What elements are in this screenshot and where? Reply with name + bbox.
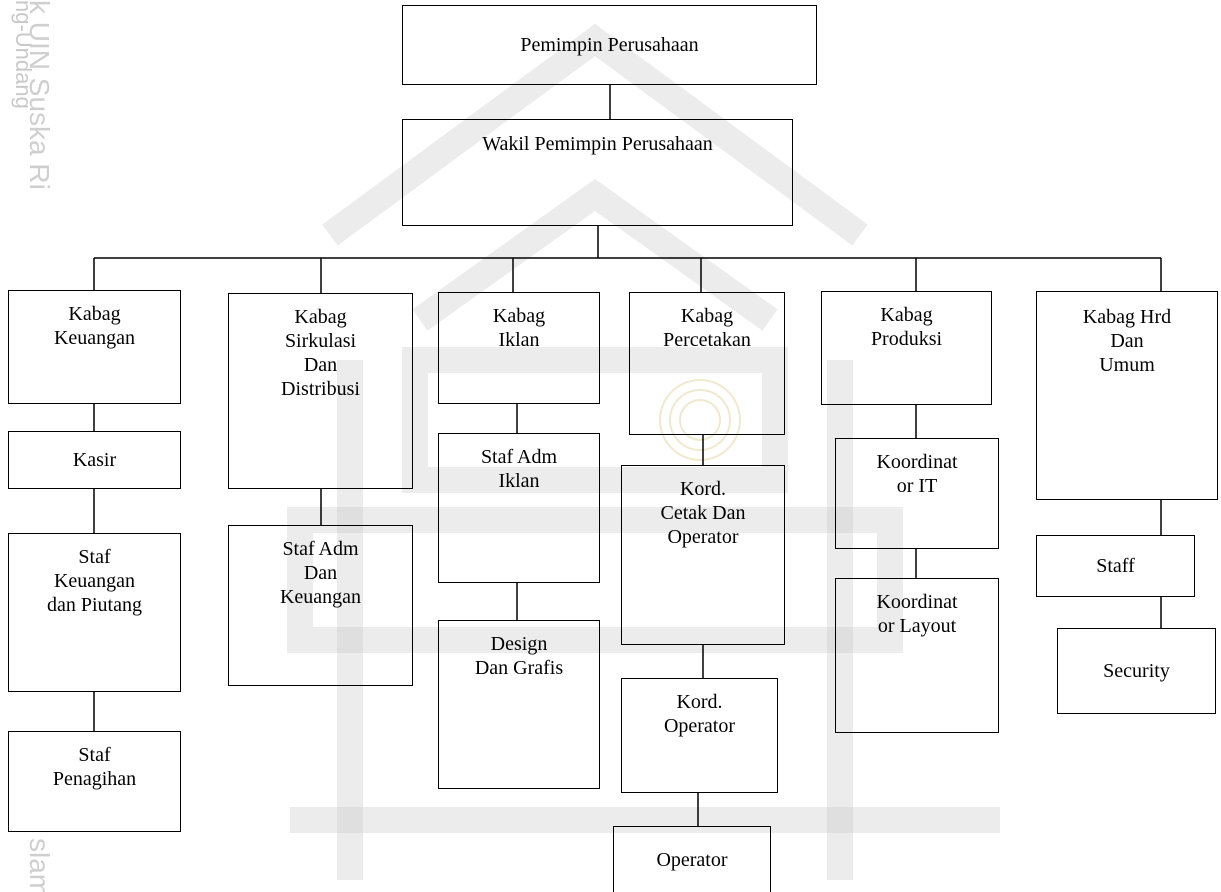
node-kabag-produksi: Kabag Produksi [821,291,992,405]
node-kord-operator: Kord. Operator [621,678,778,793]
node-staf-adm-keuangan: Staf Adm Dan Keuangan [228,525,413,686]
node-staff: Staff [1036,535,1195,597]
node-operator: Operator [613,826,771,892]
node-kabag-iklan: Kabag Iklan [438,292,600,404]
node-staf-adm-iklan: Staf Adm Iklan [438,433,600,583]
watermark-text-law: ng-Undang [11,0,36,109]
node-kabag-sirkulasi-distribusi: Kabag Sirkulasi Dan Distribusi [228,293,413,489]
node-kasir: Kasir [8,431,181,489]
watermark-text-uin: k UIN Suska Ri [24,0,55,190]
node-koordinator-it: Koordinat or IT [835,438,999,549]
node-koordinator-layout: Koordinat or Layout [835,578,999,733]
node-staf-keuangan-piutang: Staf Keuangan dan Piutang [8,533,181,692]
node-wakil-pemimpin: Wakil Pemimpin Perusahaan [402,119,793,226]
watermark-seal [659,379,741,461]
watermark-logo [287,23,1000,880]
node-kabag-percetakan: Kabag Percetakan [629,292,785,435]
node-pemimpin-perusahaan: Pemimpin Perusahaan [402,5,817,85]
node-security: Security [1057,628,1216,714]
node-kabag-hrd-umum: Kabag Hrd Dan Umum [1036,291,1218,500]
node-kord-cetak-operator: Kord. Cetak Dan Operator [621,465,785,645]
node-design-grafis: Design Dan Grafis [438,620,600,789]
node-kabag-keuangan: Kabag Keuangan [8,290,181,404]
node-staf-penagihan: Staf Penagihan [8,731,181,832]
watermark-text-islam: slam [24,838,55,892]
